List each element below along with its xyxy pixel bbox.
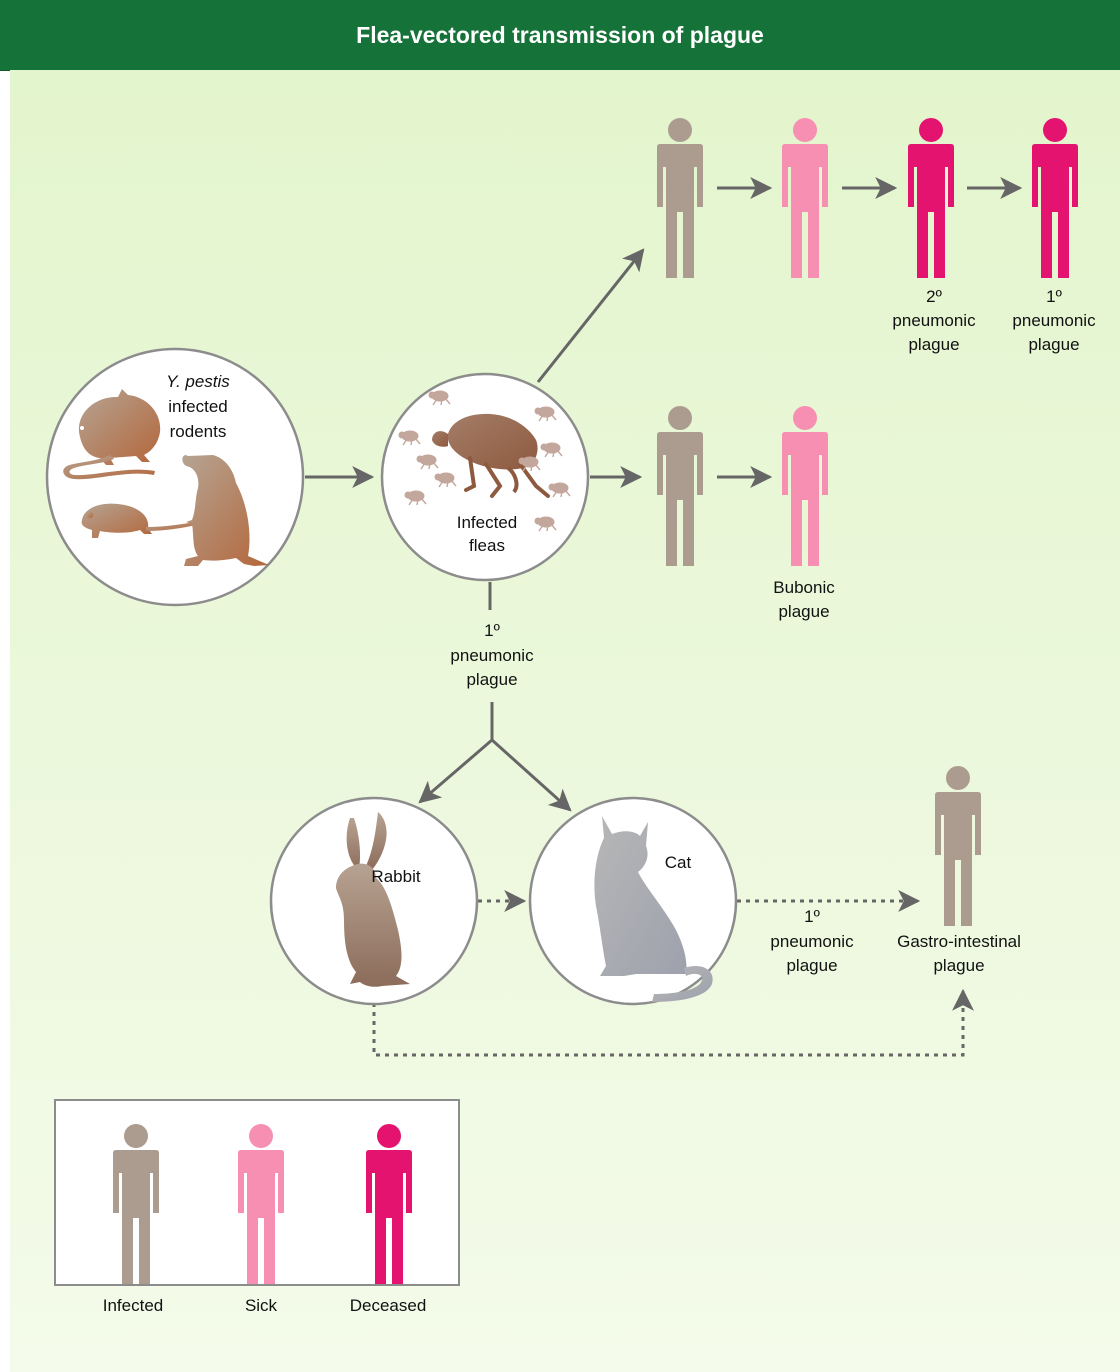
label-text: Gastro-intestinal bbox=[897, 932, 1021, 951]
label-text: 1º bbox=[1046, 287, 1062, 306]
cat-group: Cat bbox=[530, 798, 736, 1004]
rodents-label-line2: rodents bbox=[170, 422, 227, 441]
label-text: 1º bbox=[484, 621, 500, 640]
label-text: 2º bbox=[926, 287, 942, 306]
diagram-canvas: Y. pestis infected rodents bbox=[10, 70, 1120, 1372]
label-text: pneumonic bbox=[1012, 311, 1096, 330]
cat-label: Cat bbox=[665, 853, 692, 872]
rodents-label-line1: infected bbox=[168, 397, 228, 416]
label-text: plague bbox=[933, 956, 984, 975]
legend-label-deceased: Deceased bbox=[350, 1296, 427, 1315]
fleas-label-line2: fleas bbox=[469, 536, 505, 555]
legend-label-infected: Infected bbox=[103, 1296, 164, 1315]
label-text: plague bbox=[778, 602, 829, 621]
fleas-label-line1: Infected bbox=[457, 513, 518, 532]
label-text: 1º bbox=[804, 907, 820, 926]
label-text: pneumonic bbox=[770, 932, 854, 951]
label-text: pneumonic bbox=[892, 311, 976, 330]
rabbit-label: Rabbit bbox=[371, 867, 420, 886]
label-text: plague bbox=[786, 956, 837, 975]
page-title: Flea-vectored transmission of plague bbox=[0, 22, 1120, 49]
rodents-group: Y. pestis infected rodents bbox=[47, 349, 303, 605]
label-text: plague bbox=[1028, 335, 1079, 354]
legend: Infected Sick Deceased bbox=[55, 1100, 459, 1315]
label-text: Bubonic bbox=[773, 578, 835, 597]
rabbit-group: Rabbit bbox=[271, 798, 477, 1004]
legend-label-sick: Sick bbox=[245, 1296, 278, 1315]
header-bar: Flea-vectored transmission of plague bbox=[0, 0, 1120, 71]
fleas-group: Infected fleas bbox=[382, 374, 588, 580]
rodents-label-species: Y. pestis bbox=[166, 372, 230, 391]
label-text: pneumonic bbox=[450, 646, 534, 665]
label-text: plague bbox=[466, 670, 517, 689]
label-text: plague bbox=[908, 335, 959, 354]
